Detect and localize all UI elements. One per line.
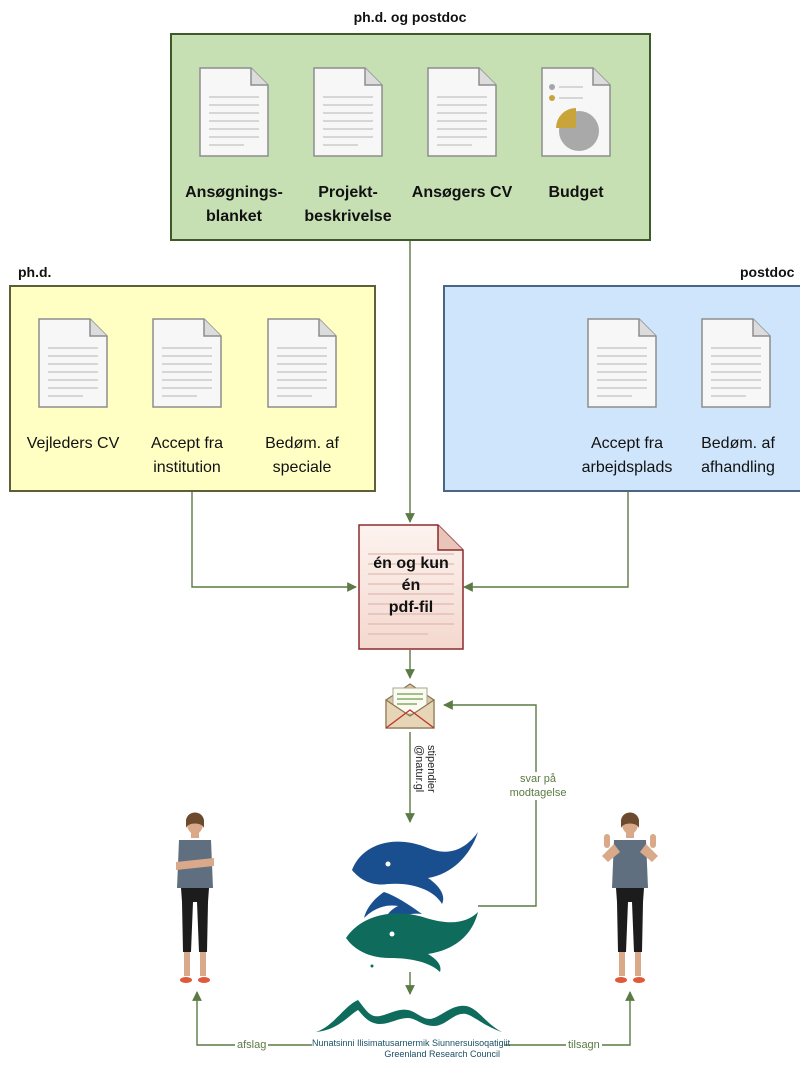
doc-label-budget: Budget bbox=[548, 184, 604, 201]
arrow-phd-to-pdf bbox=[191, 492, 357, 592]
document-icon bbox=[587, 318, 657, 408]
doc-label-applicant-cv: Ansøgers CV bbox=[411, 184, 513, 201]
email-address-label: stipendier@natur.gl bbox=[413, 745, 437, 793]
document-icon bbox=[199, 67, 269, 157]
arrow-fish-reply bbox=[443, 700, 537, 907]
document-icon bbox=[267, 318, 337, 408]
reply-edge-label: svar på modtagelse bbox=[503, 772, 573, 800]
council-name-caption: Nunatsinni Ilisimatusarnermik Siunnersui… bbox=[312, 1038, 511, 1059]
pdf-file-icon bbox=[358, 524, 464, 650]
reject-edge-label: afslag bbox=[235, 1038, 269, 1052]
doc-label-application-form: Ansøgnings-blanket bbox=[185, 184, 283, 225]
group-title-phd: ph.d. bbox=[18, 264, 52, 280]
arrow-postdoc-to-pdf bbox=[463, 492, 629, 592]
arrow-accept bbox=[505, 991, 635, 1046]
envelope-icon bbox=[385, 683, 435, 729]
document-icon bbox=[427, 67, 497, 157]
doc-label-supervisor-cv: Vejleders CV bbox=[26, 435, 120, 452]
document-icon bbox=[313, 67, 383, 157]
document-icon bbox=[701, 318, 771, 408]
person-disappointed-icon bbox=[176, 812, 214, 983]
budget-pie-document-icon bbox=[541, 67, 611, 157]
group-title-common: ph.d. og postdoc bbox=[353, 9, 467, 25]
arrow-reject bbox=[192, 991, 312, 1046]
accept-edge-label: tilsagn bbox=[566, 1038, 602, 1052]
person-thumbs-up-icon bbox=[602, 812, 658, 983]
council-mountain-logo-icon bbox=[316, 1000, 502, 1032]
document-icon bbox=[152, 318, 222, 408]
fish-logo-icon bbox=[346, 832, 478, 972]
document-icon bbox=[38, 318, 108, 408]
group-title-postdoc: postdoc bbox=[740, 264, 795, 280]
doc-label-project-description: Projekt-beskrivelse bbox=[304, 184, 392, 225]
